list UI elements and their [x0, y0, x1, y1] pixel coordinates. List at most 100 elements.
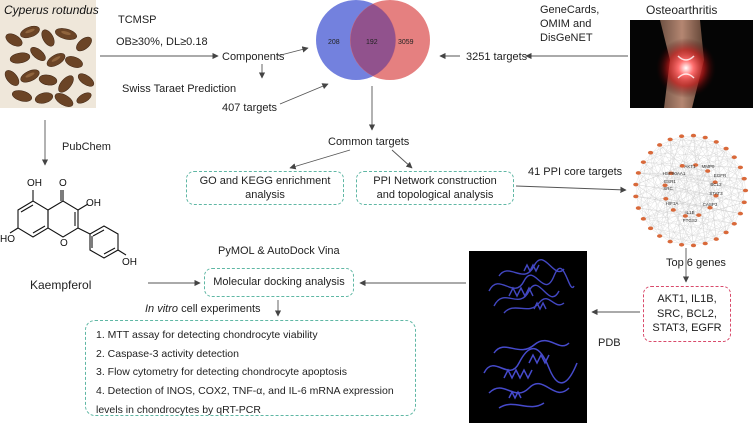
network-edge	[682, 137, 706, 166]
ppi-core-label: 41 PPI core targets	[528, 166, 623, 178]
network-edge	[715, 178, 745, 183]
network-edge	[670, 173, 727, 233]
network-edge	[695, 165, 706, 244]
kaempferol-structure: OH O OH HO O OH	[0, 178, 137, 268]
experiment-item: 3. Flow cytometry for detecting chondroc…	[96, 366, 347, 379]
network-node	[713, 193, 719, 198]
targets-3251-label: 3251 targets	[466, 51, 528, 63]
network-node	[731, 155, 737, 160]
network-edge	[725, 178, 745, 233]
disease-label: Osteoarthritis	[646, 3, 718, 17]
pdb-label: PDB	[598, 337, 621, 349]
network-edge	[705, 137, 745, 203]
network-edge	[638, 144, 660, 209]
atom-label: OH	[27, 178, 42, 189]
network-node	[670, 208, 676, 212]
network-edge	[638, 185, 666, 209]
network-edge	[673, 209, 735, 224]
go-kegg-line1: GO and KEGG enrichment	[199, 174, 331, 187]
network-edge	[716, 141, 745, 179]
network-edge	[685, 182, 716, 217]
network-edge	[650, 152, 696, 166]
network-node	[723, 230, 729, 235]
network-edge	[682, 165, 708, 172]
network-gene-label: STAT3	[709, 191, 723, 196]
atom-label: O	[60, 238, 68, 249]
network-node	[741, 176, 747, 181]
swiss-prediction-label: Swiss Taraet Prediction	[122, 83, 237, 95]
network-edge	[635, 196, 706, 244]
network-gene-label: PTGS2	[683, 218, 698, 223]
targets-407-label: 407 targets	[222, 102, 278, 114]
network-edge	[715, 141, 717, 183]
network-edge	[659, 157, 735, 237]
network-edge	[715, 167, 741, 196]
experiment-item: levels in chondrocytes by qRT-PCR	[96, 403, 261, 416]
network-edge	[670, 139, 682, 245]
network-edge	[650, 135, 694, 153]
network-gene-label: EGFR	[714, 173, 727, 178]
atom-label: OH	[86, 198, 101, 209]
network-edge	[744, 178, 746, 191]
experiment-item: 2. Caspase-3 activity detection	[96, 347, 239, 360]
ppi-line2: and topological analysis	[376, 189, 494, 201]
network-edge	[695, 157, 735, 166]
network-node	[635, 206, 641, 210]
arrow	[289, 149, 351, 170]
genes-line2: SRC, BCL2,	[657, 307, 717, 320]
network-edge	[681, 136, 708, 172]
network-node	[702, 135, 708, 140]
network-node	[663, 196, 669, 201]
network-edge	[693, 135, 711, 208]
components-label: Components	[222, 51, 285, 63]
network-node	[707, 205, 713, 210]
network-node	[713, 237, 719, 241]
network-edge	[664, 165, 683, 186]
network-edge	[635, 196, 660, 237]
network-edge	[725, 190, 746, 233]
network-gene-label: SRC	[663, 186, 673, 191]
network-edge	[716, 141, 727, 233]
network-edge	[664, 148, 727, 186]
network-edge	[715, 182, 727, 233]
ppi-line1: PPI Network construction	[373, 174, 497, 187]
network-node	[633, 194, 639, 199]
network-edge	[673, 170, 708, 211]
network-edge	[635, 196, 711, 208]
network-edge	[650, 152, 706, 244]
network-edge	[638, 141, 717, 174]
network-node	[737, 211, 744, 216]
network-node	[742, 188, 749, 193]
venn-diagram: 208 192 3059	[316, 0, 430, 80]
network-edge	[643, 215, 686, 219]
docking-label: Molecular docking analysis	[213, 276, 345, 289]
network-edge	[664, 185, 671, 242]
network-edge	[659, 144, 727, 149]
network-node	[640, 217, 646, 221]
network-edge	[693, 135, 735, 158]
network-edge	[659, 164, 696, 237]
experiment-item: 4. Detection of INOS, COX2, TNF-α, and I…	[96, 385, 394, 398]
network-node	[647, 150, 654, 155]
network-edge	[734, 157, 741, 214]
network-node	[679, 164, 685, 168]
network-edge	[670, 215, 699, 242]
experiment-item: 1. MTT assay for detecting chondrocyte v…	[96, 329, 318, 341]
network-edge	[705, 213, 741, 244]
atom-label: HO	[0, 234, 15, 245]
network-edge	[635, 157, 735, 197]
network-edge	[643, 178, 745, 219]
network-edge	[635, 184, 716, 196]
docking-box: Molecular docking analysis	[204, 268, 354, 297]
network-edge	[695, 164, 711, 208]
pubchem-label: PubChem	[62, 141, 111, 153]
osteoarthritis-image	[630, 20, 753, 108]
network-edge	[707, 170, 717, 240]
network-gene-label: HIF1A	[666, 201, 679, 206]
network-edge	[671, 173, 745, 179]
network-edge	[659, 213, 741, 237]
network-edge	[635, 135, 694, 197]
network-node	[690, 133, 697, 138]
network-edge	[664, 185, 717, 240]
